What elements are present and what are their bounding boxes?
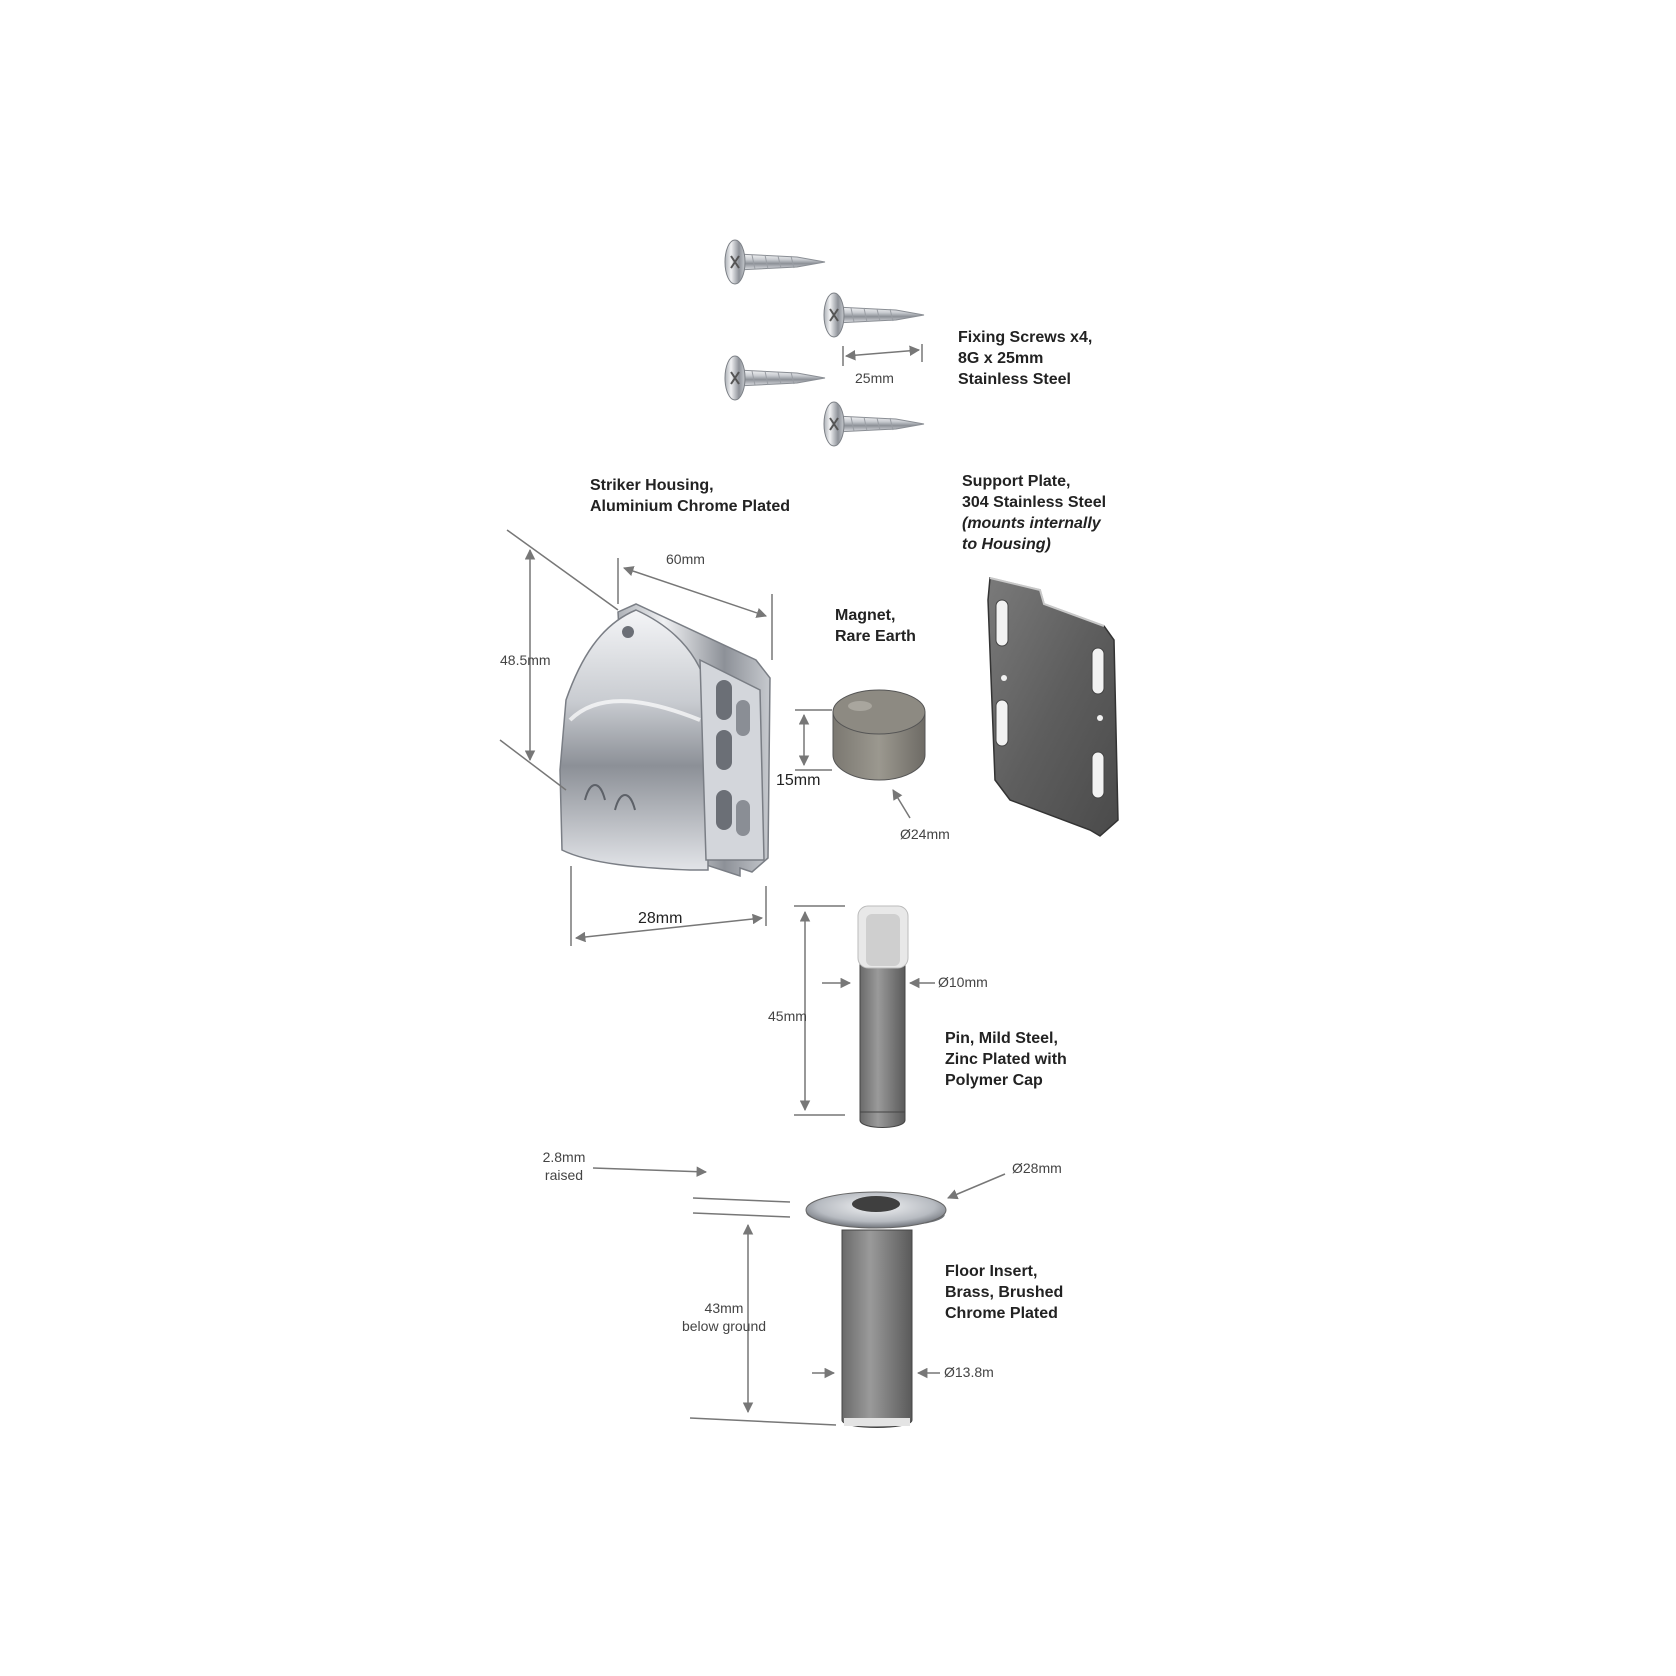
magnet-line-2: Rare Earth: [835, 628, 916, 645]
striker-housing-line-1: Striker Housing,: [590, 477, 714, 494]
floor-insert-label: Floor Insert, Brass, Brushed Chrome Plat…: [945, 1261, 1063, 1324]
fixing-screws-line-1: Fixing Screws x4,: [958, 329, 1093, 346]
magnet-line-1: Magnet,: [835, 607, 896, 624]
fixing-screws-line-3: Stainless Steel: [958, 371, 1071, 388]
insert-raised-line-1: 2.8mm: [542, 1149, 586, 1165]
screw-length-dimension: [842, 344, 923, 366]
magnet-height-text: 15mm: [776, 772, 821, 789]
insert-raised-text: 2.8mm raised: [534, 1148, 594, 1184]
striker-housing-label: Striker Housing, Aluminium Chrome Plated: [590, 475, 790, 517]
floor-insert-line-1: Floor Insert,: [945, 1263, 1038, 1280]
support-plate-line-1: Support Plate,: [962, 473, 1071, 490]
striker-housing: [559, 603, 771, 878]
pin-line-3: Polymer Cap: [945, 1072, 1043, 1089]
insert-below-line-2: below ground: [681, 1318, 767, 1334]
housing-dimensions: [499, 529, 773, 946]
pin-line-2: Zinc Plated with: [945, 1051, 1067, 1068]
fixing-screws: [724, 239, 925, 447]
floor-insert: [805, 1191, 947, 1428]
magnet-dimensions: [795, 709, 911, 819]
support-plate-line-2: 304 Stainless Steel: [962, 494, 1107, 511]
support-plate-label: Support Plate, 304 Stainless Steel (moun…: [962, 471, 1106, 555]
insert-diameter-text: Ø13.8m: [944, 1364, 994, 1380]
screw-4: [823, 401, 925, 447]
support-plate-line-4: to Housing): [962, 536, 1051, 553]
fixing-screws-label: Fixing Screws x4, 8G x 25mm Stainless St…: [958, 327, 1092, 390]
insert-dimensions: [592, 1166, 1006, 1426]
pin-diameter-text: Ø10mm: [938, 974, 988, 990]
insert-raised-line-2: raised: [544, 1167, 584, 1183]
magnet-diameter-text: Ø24mm: [900, 826, 950, 842]
insert-flange-diameter-text: Ø28mm: [1012, 1160, 1062, 1176]
housing-depth-text: 28mm: [638, 910, 683, 927]
housing-width-text: 60mm: [666, 551, 705, 567]
pin-label: Pin, Mild Steel, Zinc Plated with Polyme…: [945, 1028, 1067, 1091]
insert-below-line-1: 43mm: [704, 1300, 744, 1316]
screw-length-text: 25mm: [855, 370, 894, 386]
fixing-screws-line-2: 8G x 25mm: [958, 350, 1044, 367]
magnet-label: Magnet, Rare Earth: [835, 605, 916, 647]
pin-length-text: 45mm: [768, 1008, 807, 1024]
insert-below-text: 43mm below ground: [664, 1299, 784, 1335]
magnet: [832, 689, 926, 781]
screw-1: [724, 239, 826, 285]
striker-housing-line-2: Aluminium Chrome Plated: [590, 498, 791, 515]
pin-dimensions: [794, 905, 935, 1116]
pin: [857, 905, 909, 1128]
floor-insert-line-3: Chrome Plated: [945, 1305, 1058, 1322]
support-plate: [987, 577, 1119, 837]
support-plate-line-3: (mounts internally: [962, 515, 1101, 532]
housing-height-text: 48.5mm: [500, 652, 551, 668]
screw-3: [724, 355, 826, 401]
floor-insert-line-2: Brass, Brushed: [945, 1284, 1064, 1301]
pin-line-1: Pin, Mild Steel,: [945, 1030, 1058, 1047]
screw-2: [823, 292, 925, 338]
